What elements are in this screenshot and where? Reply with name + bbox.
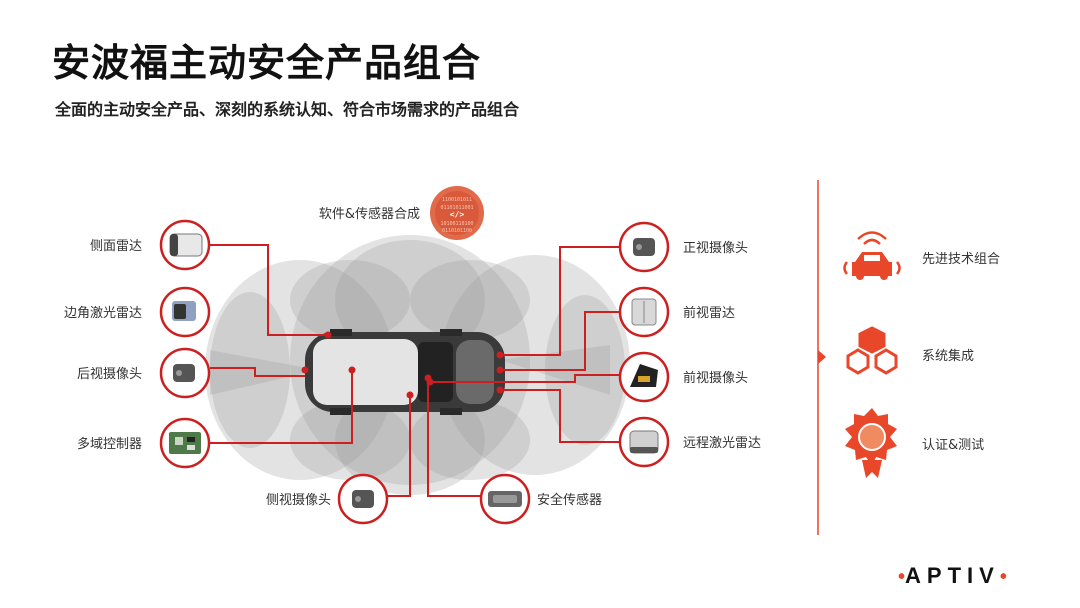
sensor-coverage-area <box>205 235 630 495</box>
safety-sensor-icon <box>488 491 522 507</box>
svg-text:正视摄像头: 正视摄像头 <box>683 241 748 256</box>
right-component-front-radar: 前视雷达 <box>618 286 735 338</box>
sensor-points <box>301 331 504 399</box>
front-radar-icon <box>631 298 657 326</box>
capability-advanced-tech: 先进技术组合 <box>922 252 1001 267</box>
front-camera-icon <box>633 238 655 256</box>
svg-text:远程激光雷达: 远程激光雷达 <box>683 436 761 451</box>
rear-camera-icon <box>173 364 195 382</box>
capability-certification: 认证&测试 <box>922 438 985 453</box>
left-component-side-radar: 侧面雷达 <box>90 219 211 271</box>
svg-text:前视雷达: 前视雷达 <box>683 305 735 321</box>
long-range-lidar-icon <box>629 430 659 454</box>
bottom-component-side-camera: 侧视摄像头 <box>266 473 389 525</box>
svg-text:10100110100: 10100110100 <box>440 221 473 227</box>
svg-text:边角激光雷达: 边角激光雷达 <box>64 306 142 321</box>
svg-text:0110101100: 0110101100 <box>442 228 472 234</box>
connected-car-icon <box>843 231 901 280</box>
left-component-rear-camera: 后视摄像头 <box>77 347 211 399</box>
svg-text:</>: </> <box>450 210 465 219</box>
forward-camera-icon <box>630 364 658 387</box>
svg-text:安全传感器: 安全传感器 <box>537 492 602 508</box>
page-title: 安波福主动安全产品组合 <box>52 41 482 85</box>
connector-lines <box>210 244 620 497</box>
software-fusion-icon: 1100101011 01101011001 </> 10100110100 0… <box>430 186 484 240</box>
svg-text:多域控制器: 多域控制器 <box>77 436 142 452</box>
divider-arrow-icon <box>818 350 826 364</box>
right-component-front-camera: 正视摄像头 <box>618 221 748 273</box>
car-top-view <box>305 329 505 415</box>
left-component-corner-lidar: 边角激光雷达 <box>64 286 211 338</box>
right-component-long-range-lidar: 远程激光雷达 <box>618 416 761 468</box>
left-component-domain-controller: 多域控制器 <box>77 417 211 469</box>
right-component-forward-camera: 前视摄像头 <box>618 351 748 403</box>
corner-lidar-icon <box>172 301 196 321</box>
capability-system-integration: 系统集成 <box>922 349 975 364</box>
certification-badge-icon <box>845 408 897 478</box>
side-camera-icon <box>352 490 374 508</box>
cubes-icon <box>846 326 898 375</box>
page-subtitle: 全面的主动安全产品、深刻的系统认知、符合市场需求的产品组合 <box>55 100 520 119</box>
svg-text:侧面雷达: 侧面雷达 <box>90 239 142 254</box>
svg-text:1100101011: 1100101011 <box>442 197 472 203</box>
svg-text:前视摄像头: 前视摄像头 <box>683 370 748 386</box>
svg-text:01101011001: 01101011001 <box>440 205 473 211</box>
domain-controller-icon <box>169 432 201 454</box>
side-radar-icon <box>169 233 203 257</box>
bottom-component-safety-sensor: 安全传感器 <box>479 473 602 525</box>
svg-text:后视摄像头: 后视摄像头 <box>77 367 142 382</box>
svg-text:侧视摄像头: 侧视摄像头 <box>266 493 331 508</box>
center-label: 软件&传感器合成 <box>319 206 420 222</box>
aptiv-logo: •APTIV• <box>898 563 1007 588</box>
